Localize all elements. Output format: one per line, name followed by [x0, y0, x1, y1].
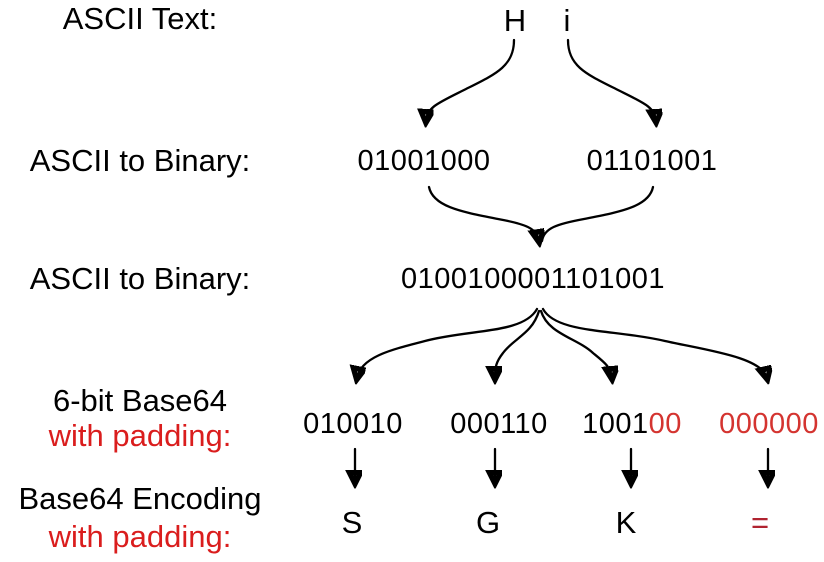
- six-bit-group-1-bits: 010010: [303, 408, 403, 440]
- base64-char-1: S: [341, 505, 363, 540]
- binary-byte-2: 01101001: [586, 145, 718, 177]
- label-ascii-to-binary-1: ASCII to Binary:: [29, 143, 251, 178]
- arrow-byte2-merge-icon: [540, 185, 655, 243]
- label-base64-encoding: Base64 Encoding: [18, 481, 262, 516]
- arrow-byte1-merge-icon: [427, 185, 539, 241]
- base64-char-2: G: [475, 505, 501, 540]
- label-six-bit-with-padding: with padding:: [48, 418, 232, 453]
- arrow-split-group3-icon: [539, 309, 612, 378]
- arrow-split-group2-icon: [495, 309, 541, 378]
- base64-padding-char: =: [750, 505, 770, 540]
- label-ascii-to-binary-2: ASCII to Binary:: [29, 261, 251, 296]
- ascii-char-i: i: [563, 3, 571, 38]
- six-bit-group-2-bits: 000110: [450, 408, 548, 440]
- six-bit-group-4-padding: 000000: [719, 408, 819, 440]
- label-six-bit-base64: 6-bit Base64: [52, 383, 228, 418]
- six-bit-group-3-bits: 1001: [582, 408, 649, 440]
- base64-char-3: K: [615, 505, 637, 540]
- arrow-split-group1-icon: [357, 307, 539, 378]
- label-ascii-text: ASCII Text:: [62, 1, 218, 36]
- six-bit-group-3: 100100: [572, 410, 692, 439]
- combined-binary: 0100100001101001: [401, 263, 665, 295]
- binary-byte-1: 01001000: [357, 145, 491, 177]
- label-encoding-with-padding: with padding:: [48, 519, 232, 554]
- six-bit-group-4: 000000: [709, 410, 824, 439]
- arrow-h-to-byte1-icon: [426, 38, 516, 121]
- arrow-split-group4-icon: [541, 307, 767, 378]
- six-bit-group-2: 000110: [439, 410, 559, 439]
- arrow-i-to-byte2-icon: [566, 38, 656, 121]
- six-bit-group-1: 010010: [293, 410, 413, 439]
- ascii-char-h: H: [503, 3, 527, 38]
- six-bit-group-3-padding: 00: [648, 408, 682, 440]
